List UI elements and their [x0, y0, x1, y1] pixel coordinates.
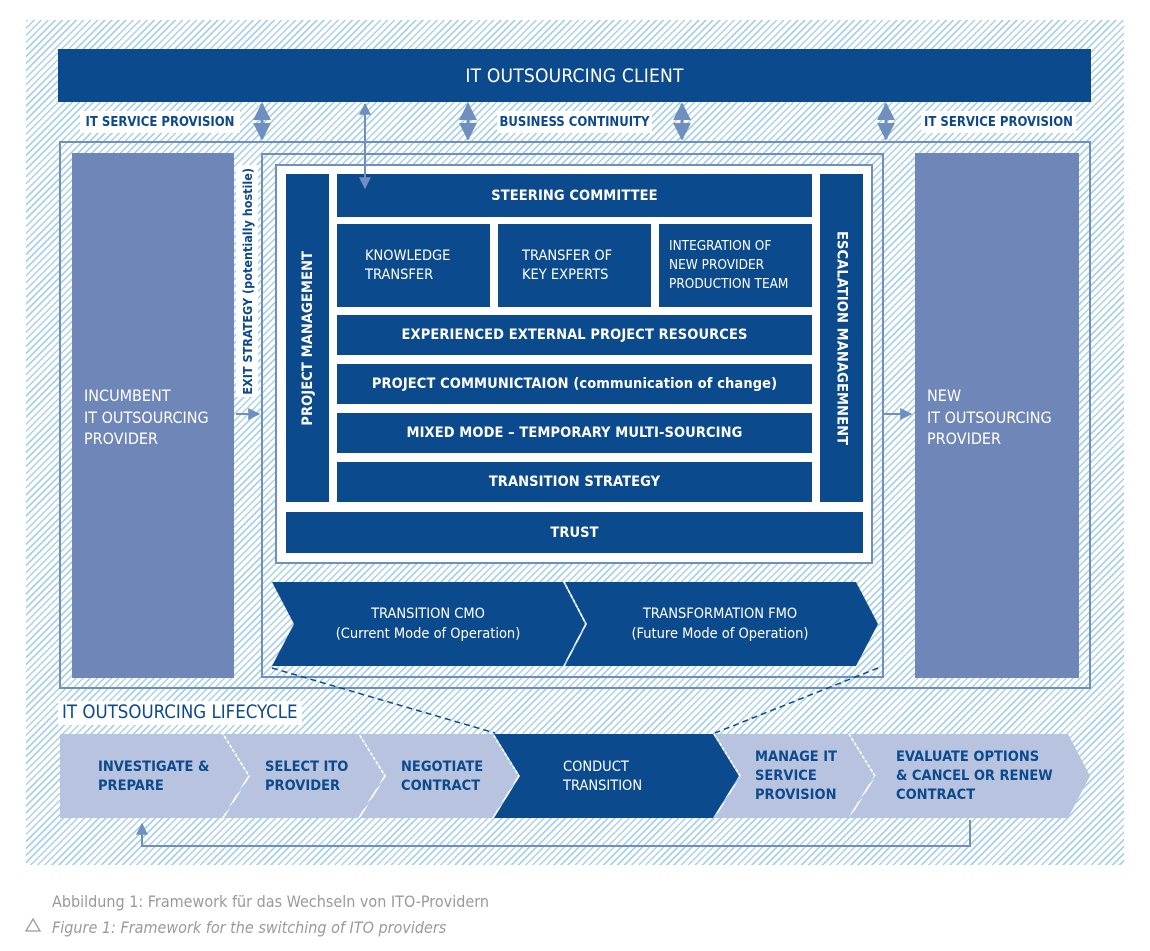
lifecycle-step-3-label: NEGOTIATE CONTRACT [401, 759, 484, 794]
lifecycle-step-2-label: SELECT ITO PROVIDER [265, 759, 349, 794]
lifecycle-step-2 [224, 734, 384, 818]
lifecycle-step-3 [360, 734, 518, 818]
mixed-mode-bar: MIXED MODE – TEMPORARY MULTI-SOURCING [337, 413, 812, 453]
transition-cmo-chevron [272, 582, 585, 666]
project-management-bar: PROJECT MANAGEMENT [286, 174, 329, 502]
escalation-management-label: ESCALATION MANAGEMNENT [833, 230, 850, 446]
transition-panel [261, 153, 884, 678]
caption-english: Figure 1: Framework for the switching of… [52, 918, 447, 937]
lifecycle-step-4-label: CONDUCT TRANSITION [563, 759, 643, 794]
label-business-continuity: BUSINESS CONTINUITY [497, 111, 652, 133]
new-provider-label: NEW IT OUTSOURCING PROVIDER [927, 386, 1052, 448]
incumbent-label: INCUMBENT IT OUTSOURCING PROVIDER [84, 386, 209, 448]
transition-strategy-bar: TRANSITION STRATEGY [337, 462, 812, 502]
escalation-management-bar: ESCALATION MANAGEMNENT [820, 174, 863, 502]
label-it-service-provision-right: IT SERVICE PROVISION [921, 111, 1076, 133]
lifecycle-step-1 [60, 734, 248, 818]
integration-new-provider-box: INTEGRATION OF NEW PROVIDER PRODUCTION T… [659, 224, 812, 307]
transformation-fmo-label: TRANSFORMATION FMO (Future Mode of Opera… [631, 606, 809, 642]
external-project-resources-bar: EXPERIENCED EXTERNAL PROJECT RESOURCES [337, 315, 812, 355]
lifecycle-step-6 [850, 734, 1090, 818]
project-communication-bar: PROJECT COMMUNICTAION (communication of … [337, 364, 812, 404]
transfer-of-key-experts-box: TRANSFER OF KEY EXPERTS [498, 224, 651, 307]
incumbent-provider-box: INCUMBENT IT OUTSOURCING PROVIDER [72, 153, 234, 678]
transition-cmo-label: TRANSITION CMO (Current Mode of Operatio… [335, 606, 521, 642]
lifecycle-title: IT OUTSOURCING LIFECYCLE [58, 701, 302, 725]
lifecycle-step-5 [715, 734, 874, 818]
main-outline [59, 141, 1091, 689]
triangle-icon [24, 917, 42, 932]
lifecycle-step-6-label: EVALUATE OPTIONS & CANCEL OR RENEW CONTR… [896, 749, 1053, 803]
knowledge-transfer-box: KNOWLEDGE TRANSFER [337, 224, 490, 307]
exit-strategy-strip: EXIT STRATEGY (potentially hostile) [236, 165, 258, 397]
lifecycle-step-5-label: MANAGE IT SERVICE PROVISION [755, 749, 838, 803]
dashed-connector [271, 667, 879, 734]
double-arrow-icon [253, 102, 895, 141]
transformation-fmo-chevron [565, 582, 878, 666]
cycle-return-arrow-icon [136, 820, 971, 847]
lifecycle-step-1-label: INVESTIGATE & PREPARE [98, 759, 210, 794]
new-provider-box: NEW IT OUTSOURCING PROVIDER [915, 153, 1079, 678]
caption-german: Abbildung 1: Framework für das Wechseln … [52, 892, 489, 911]
trust-bar: TRUST [286, 512, 863, 553]
steering-committee-bar: STEERING COMMITTEE [337, 174, 812, 217]
client-title: IT OUTSOURCING CLIENT [465, 64, 684, 87]
it-outsourcing-client: IT OUTSOURCING CLIENT [58, 49, 1091, 102]
label-it-service-provision-left: IT SERVICE PROVISION [80, 111, 240, 133]
lifecycle-step-4 [494, 734, 739, 818]
